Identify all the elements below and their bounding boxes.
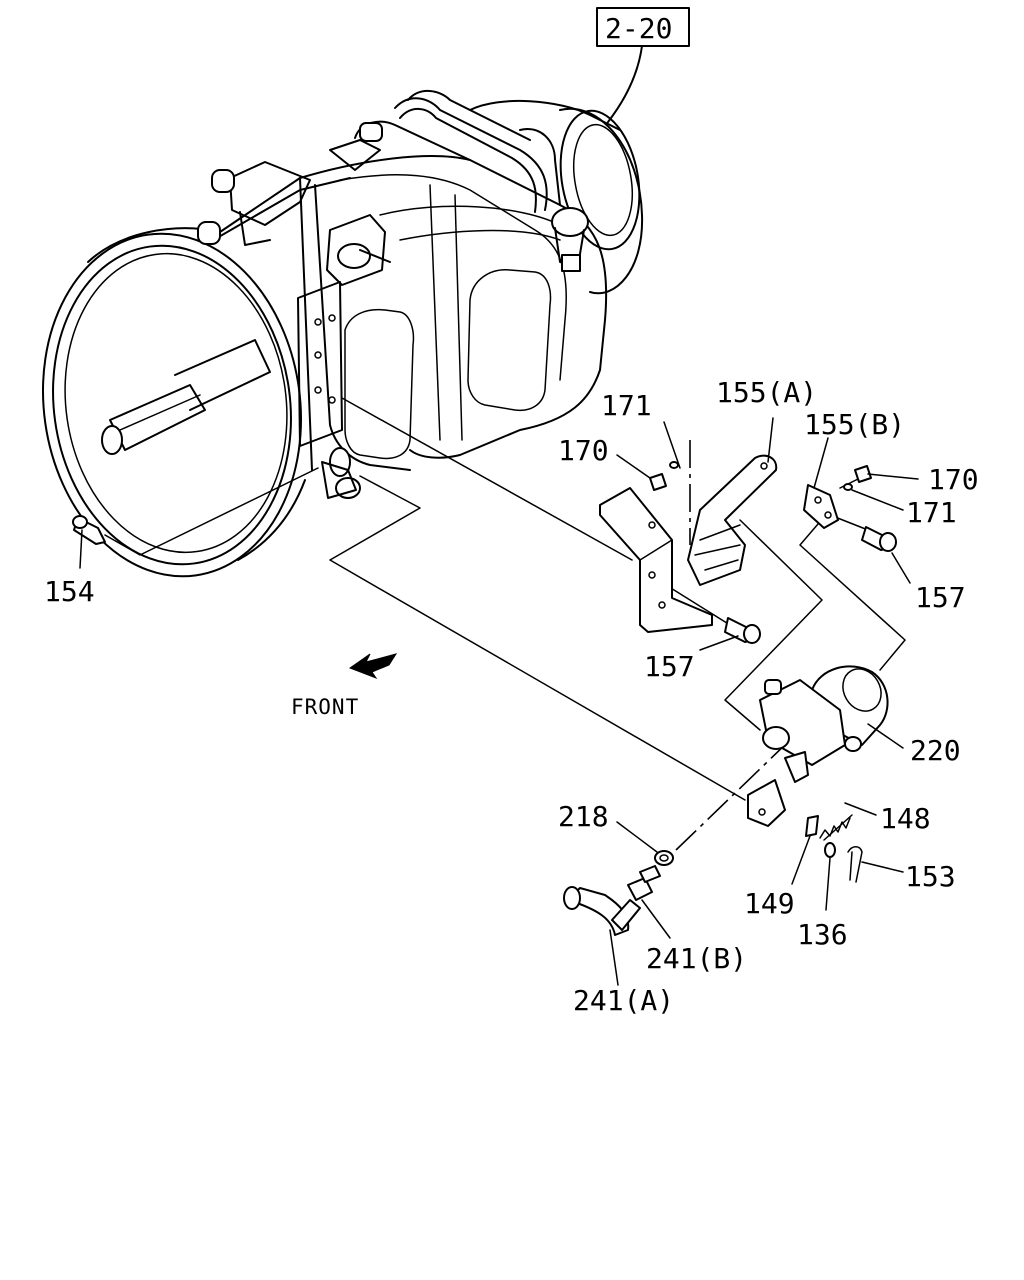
callout-149: 149 <box>744 887 795 920</box>
callout-154: 154 <box>44 575 95 608</box>
callout-157-upper: 157 <box>915 581 966 614</box>
reference-box-label: 2-20 <box>605 12 672 45</box>
fitting-241 <box>563 865 661 936</box>
callout-171-right: 171 <box>906 496 957 529</box>
reference-box: 2-20 <box>596 7 690 123</box>
bracket-155a <box>599 454 778 633</box>
callout-220: 220 <box>910 734 961 767</box>
callout-153: 153 <box>905 860 956 893</box>
callout-241a: 241(A) <box>573 984 674 1017</box>
front-label: FRONT <box>291 695 359 719</box>
callout-170-right: 170 <box>928 463 979 496</box>
leader-lines <box>104 397 906 851</box>
callout-171-left: 171 <box>601 389 652 422</box>
callout-241b: 241(B) <box>646 942 747 975</box>
callout-218: 218 <box>558 800 609 833</box>
callout-155b: 155(B) <box>804 408 905 441</box>
front-indicator: FRONT <box>291 653 398 719</box>
front-arrow-icon <box>348 653 398 680</box>
hardware <box>72 461 897 883</box>
callout-170-left: 170 <box>558 434 609 467</box>
transmission-assembly <box>42 90 644 578</box>
callout-155a: 155(A) <box>716 376 817 409</box>
callout-148: 148 <box>880 802 931 835</box>
plate-155b <box>803 484 839 529</box>
callout-136: 136 <box>797 918 848 951</box>
callout-leaders <box>79 417 919 986</box>
callout-labels: 154 155(A) 155(B) 171 170 170 171 157 15… <box>44 376 979 1017</box>
callout-157-lower: 157 <box>644 650 695 683</box>
cylinder-220 <box>747 665 889 841</box>
